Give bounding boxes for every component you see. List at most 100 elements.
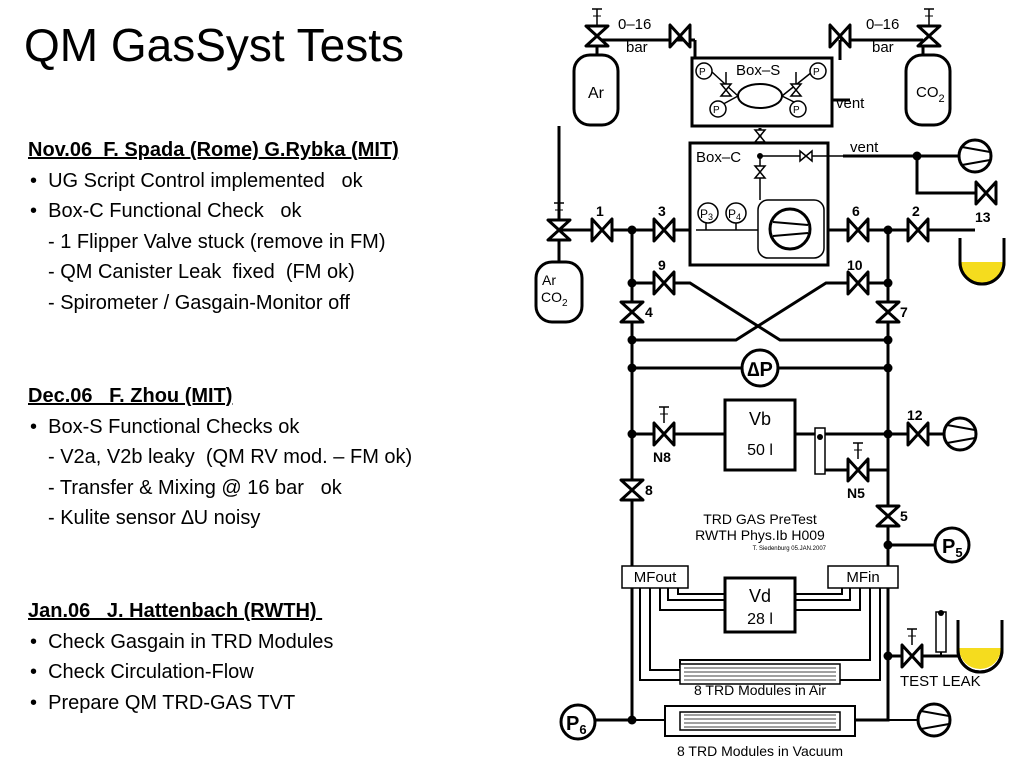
range-left-label: 0–16	[618, 16, 651, 33]
svg-text:7: 7	[900, 304, 908, 320]
svg-text:Ar: Ar	[542, 272, 556, 288]
svg-text:RWTH Phys.Ib H009: RWTH Phys.Ib H009	[695, 527, 825, 543]
svg-text:10: 10	[847, 257, 863, 273]
bubbler-icon	[956, 620, 1004, 674]
ar-bottle: Ar	[572, 53, 620, 127]
bullet-line: • UG Script Control implemented ok	[30, 169, 363, 192]
svg-text:P5: P5	[942, 536, 963, 560]
pressure-sensor-p6: P6	[559, 703, 597, 741]
svg-text:Vb: Vb	[749, 409, 771, 429]
test-leak-label: TEST LEAK	[900, 673, 981, 690]
pump-icon	[942, 416, 978, 452]
sub-line: - V2a, V2b leaky (QM RV mod. – FM ok)	[48, 446, 413, 468]
section-jan06: Jan.06 J. Hattenbach (RWTH) • Check Gasg…	[28, 596, 528, 718]
sub-line: - Transfer & Mixing @ 16 bar ok	[48, 476, 342, 499]
vent-label: vent	[850, 139, 879, 156]
sub-line: - Spirometer / Gasgain-Monitor off	[48, 291, 350, 314]
box-c: Box–C P3 P4	[688, 141, 843, 267]
bullet-line: • Prepare QM TRD-GAS TVT	[30, 691, 296, 714]
svg-text:MFin: MFin	[846, 569, 879, 586]
svg-text:∆P: ∆P	[747, 359, 773, 381]
flowmeter-icon	[814, 427, 826, 475]
svg-text:13: 13	[975, 209, 991, 225]
bullet-line: • Box-S Functional Checks ok	[30, 415, 300, 438]
valve-6: 6	[846, 203, 870, 243]
svg-text:8 TRD Modules in Air: 8 TRD Modules in Air	[694, 682, 826, 698]
pressure-sensor-p5: P5	[933, 526, 971, 564]
svg-text:1: 1	[596, 203, 604, 219]
gas-system-diagram: Ar CO2 Ar CO2 0–16 bar 0–16 bar Box–S	[534, 8, 1006, 759]
bar-right-label: bar	[872, 39, 894, 56]
svg-text:P: P	[713, 105, 720, 116]
valve-3: 3	[652, 203, 676, 243]
bottle-valve-mix	[546, 202, 572, 242]
sub-line: - QM Canister Leak fixed (FM ok)	[48, 261, 355, 283]
svg-text:P: P	[813, 67, 820, 78]
bullet-line: • Check Circulation-Flow	[30, 661, 254, 683]
vb-volume: Vb 50 l	[723, 398, 797, 472]
vd-volume: Vd 28 l	[723, 576, 797, 634]
section-heading: Nov.06 F. Spada (Rome) G.Rybka (MIT)	[28, 139, 399, 161]
bubbler-icon	[958, 238, 1006, 286]
svg-text:28 l: 28 l	[747, 611, 773, 628]
valve-12: 12	[906, 407, 930, 447]
valve-10: 10	[846, 257, 870, 296]
svg-text:CO2: CO2	[916, 84, 945, 105]
valve-1: 1	[590, 203, 614, 243]
trd-modules-air: 8 TRD Modules in Air	[679, 663, 841, 698]
section-dec06: Dec.06 F. Zhou (MIT) • Box-S Functional …	[28, 381, 528, 534]
box-s: Box–S P P P P vent	[690, 56, 865, 128]
svg-text:3: 3	[658, 203, 666, 219]
svg-text:Ar: Ar	[588, 85, 605, 102]
valve-5: 5	[875, 504, 908, 528]
valve-n5: N5	[846, 442, 870, 501]
valve-test-leak	[900, 628, 924, 669]
section-nov06: Nov.06 F. Spada (Rome) G.Rybka (MIT) • U…	[28, 135, 528, 318]
co2-bottle: CO2	[904, 53, 952, 127]
range-right-label: 0–16	[866, 16, 899, 33]
section-heading: Dec.06 F. Zhou (MIT)	[28, 385, 233, 407]
bullet-line: • Check Gasgain in TRD Modules	[30, 630, 334, 653]
svg-text:MFout: MFout	[634, 569, 677, 586]
slide-title: QM GasSyst Tests	[24, 19, 405, 71]
svg-text:8: 8	[645, 482, 653, 498]
svg-text:2: 2	[912, 203, 920, 219]
pretest-label: TRD GAS PreTest RWTH Phys.Ib H009 T. Sie…	[695, 511, 826, 552]
svg-text:N5: N5	[847, 485, 865, 501]
valve-13: 13	[974, 180, 998, 225]
pump-icon	[916, 702, 952, 738]
svg-text:9: 9	[658, 257, 666, 273]
sub-line: - 1 Flipper Valve stuck (remove in FM)	[48, 230, 386, 253]
bar-left-label: bar	[626, 39, 648, 56]
svg-text:5: 5	[900, 508, 908, 524]
pump-icon	[957, 138, 993, 174]
ar-co2-bottle: Ar CO2	[534, 260, 584, 324]
svg-text:P6: P6	[566, 713, 587, 737]
mfout-box: MFout	[621, 565, 689, 589]
svg-text:CO2: CO2	[541, 289, 568, 309]
valve-9: 9	[652, 257, 676, 296]
svg-text:6: 6	[852, 203, 860, 219]
flowmeter-icon	[935, 610, 947, 656]
svg-text:T. Siedenburg 05.JAN.2007: T. Siedenburg 05.JAN.2007	[753, 546, 827, 552]
svg-text:12: 12	[907, 407, 923, 423]
svg-text:P: P	[699, 67, 706, 78]
svg-text:N8: N8	[653, 449, 671, 465]
delta-p-sensor: ∆P	[740, 348, 780, 388]
valve-2: 2	[906, 203, 930, 243]
valve-4: 4	[619, 300, 653, 324]
svg-text:P3: P3	[700, 207, 713, 222]
svg-text:Box–C: Box–C	[696, 149, 741, 166]
svg-text:50 l: 50 l	[747, 442, 773, 459]
svg-text:TRD GAS PreTest: TRD GAS PreTest	[703, 511, 817, 527]
svg-text:vent: vent	[836, 95, 865, 112]
valve-n8: N8	[652, 406, 676, 465]
section-heading: Jan.06 J. Hattenbach (RWTH)	[28, 600, 323, 622]
valve-7: 7	[875, 300, 908, 324]
svg-text:P4: P4	[728, 207, 741, 222]
svg-text:4: 4	[645, 304, 653, 320]
svg-text:8 TRD Modules in Vacuum: 8 TRD Modules in Vacuum	[677, 743, 843, 759]
svg-text:P: P	[793, 105, 800, 116]
trd-modules-vacuum: 8 TRD Modules in Vacuum	[664, 705, 856, 759]
svg-text:Vd: Vd	[749, 586, 771, 606]
